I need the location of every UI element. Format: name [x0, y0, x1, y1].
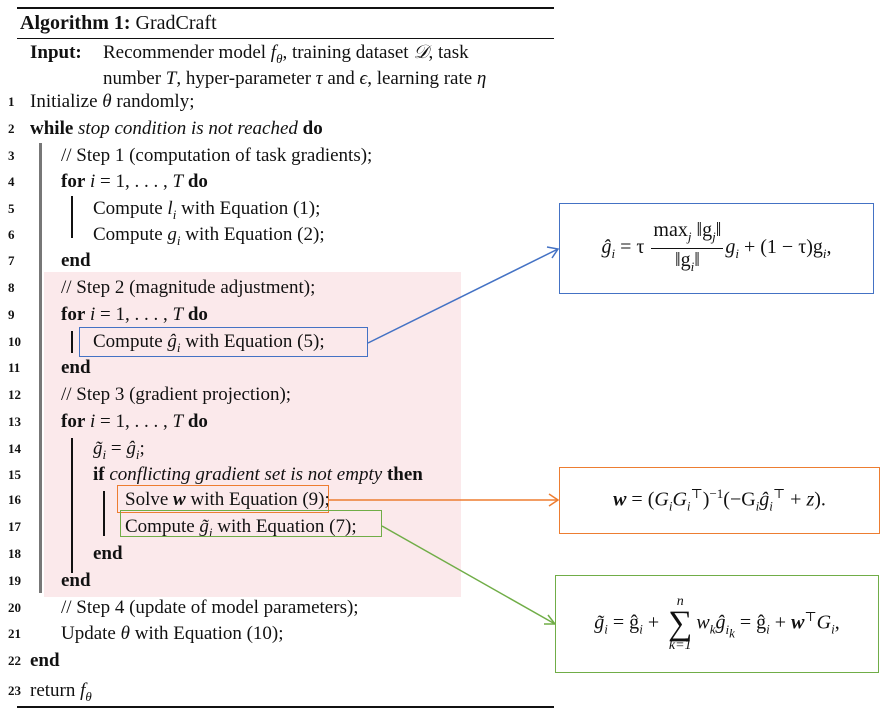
line-text: if conflicting gradient set is not empty…: [93, 464, 423, 485]
line-text: Compute gi with Equation (2);: [93, 224, 325, 248]
highlight-region-steps-2-3: [44, 272, 461, 597]
line-text: for i = 1, . . . , T do: [61, 411, 208, 432]
line-number: 12: [8, 387, 21, 402]
line-text: g̃i = ĝi;: [93, 438, 145, 462]
equation-9-box: w = (GiGi⊤)−1(−Giĝi⊤ + z).: [559, 467, 880, 534]
line-text: Solve w with Equation (9);: [125, 489, 330, 510]
algorithm-mid-rule: [17, 38, 554, 39]
line-text: end: [61, 250, 91, 271]
line-number: 23: [8, 683, 21, 698]
line-number: 22: [8, 653, 21, 668]
line-number: 2: [8, 121, 15, 136]
blue-arrow: [367, 246, 560, 344]
algorithm-label: Algorithm 1:: [20, 12, 131, 34]
equation-5-box: ĝi = τ maxj ‖gj‖ ‖gi‖ gi + (1 − τ)gi,: [559, 203, 874, 294]
line-number: 13: [8, 414, 21, 429]
line-text: Initialize θ randomly;: [30, 91, 195, 112]
line-text: Compute li with Equation (1);: [93, 198, 321, 222]
line-number: 5: [8, 201, 15, 216]
line-number: 17: [8, 519, 21, 534]
line-number: 9: [8, 307, 15, 322]
if-block-bar: [103, 491, 105, 536]
green-arrow: [381, 525, 557, 625]
line-number: 3: [8, 148, 15, 163]
line16-highlight-box: [117, 485, 329, 513]
line-number: 7: [8, 253, 15, 268]
equation-9: w = (GiGi⊤)−1(−Giĝi⊤ + z).: [613, 486, 826, 514]
line-number: 10: [8, 334, 21, 349]
line-text: Update θ with Equation (10);: [61, 623, 284, 644]
line-number: 1: [8, 94, 15, 109]
line-text: for i = 1, . . . , T do: [61, 171, 208, 192]
line-number: 21: [8, 626, 21, 641]
line-number: 11: [8, 360, 21, 375]
line-number: 6: [8, 227, 15, 242]
line-text: return fθ: [30, 680, 92, 704]
line-text: Compute g̃i with Equation (7);: [125, 516, 357, 540]
for2-block-bar: [71, 331, 73, 353]
line-text: Compute ĝi with Equation (5);: [93, 331, 325, 355]
algorithm-bottom-rule: [17, 706, 554, 708]
input-text-1: Recommender model fθ, training dataset 𝒟…: [103, 42, 469, 66]
equation-5: ĝi = τ maxj ‖gj‖ ‖gi‖ gi + (1 − τ)gi,: [601, 219, 832, 274]
line-text: // Step 3 (gradient projection);: [61, 384, 292, 405]
line-text: while stop condition is not reached do: [30, 118, 323, 139]
line-text: end: [93, 543, 123, 564]
line17-highlight-box: [120, 510, 382, 537]
line-number: 4: [8, 174, 15, 189]
input-text-2: number T, hyper-parameter τ and ϵ, learn…: [103, 68, 487, 89]
line-number: 18: [8, 546, 21, 561]
line-number: 19: [8, 573, 21, 588]
line10-highlight-box: [79, 327, 368, 357]
while-block-bar: [39, 143, 42, 593]
line-number: 16: [8, 492, 21, 507]
line-number: 15: [8, 467, 21, 482]
line-text: // Step 4 (update of model parameters);: [61, 597, 359, 618]
algorithm-title: Algorithm 1: GradCraft: [20, 12, 217, 35]
line-text: // Step 2 (magnitude adjustment);: [61, 277, 316, 298]
line-text: end: [61, 357, 91, 378]
line-number: 14: [8, 441, 21, 456]
algorithm-top-rule: [17, 7, 554, 9]
orange-arrow: [329, 493, 560, 507]
line-text: for i = 1, . . . , T do: [61, 304, 208, 325]
algorithm-name: GradCraft: [135, 12, 217, 34]
for3-block-bar: [71, 438, 73, 573]
for1-block-bar: [71, 196, 73, 238]
line-text: end: [61, 570, 91, 591]
line-text: end: [30, 650, 60, 671]
line-number: 8: [8, 280, 15, 295]
line-number: 20: [8, 600, 21, 615]
input-label: Input:: [30, 42, 82, 63]
line-text: // Step 1 (computation of task gradients…: [61, 145, 373, 166]
